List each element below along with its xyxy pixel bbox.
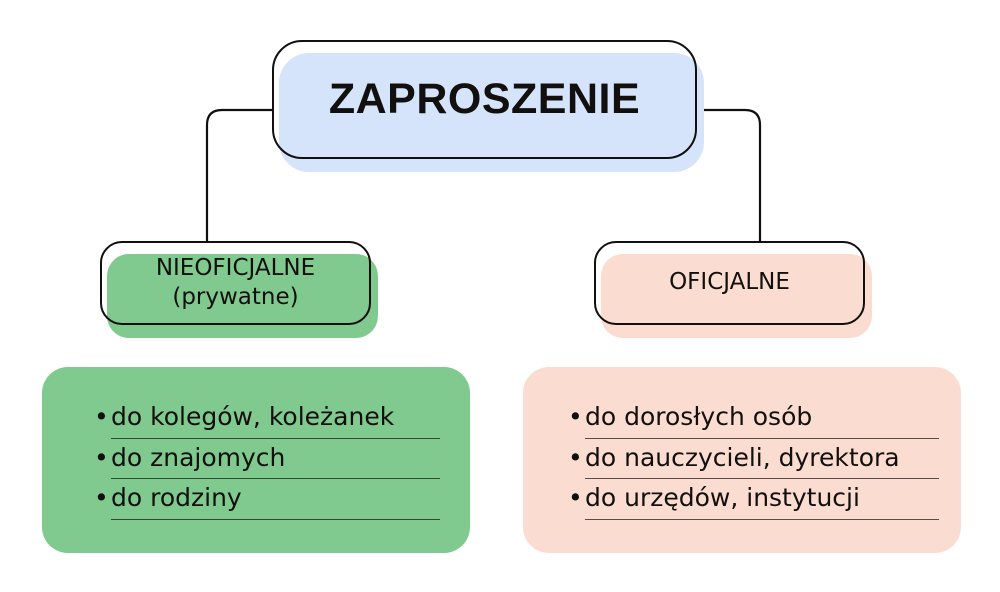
root-node-outline (272, 40, 697, 159)
list-item-label: do urzędów, instytucji (585, 483, 860, 513)
list-item-underline (111, 478, 440, 480)
branch-node-oficjalne-label: OFICJALNE (594, 241, 865, 325)
root-node-label: ZAPROSZENIE (272, 40, 697, 159)
bullet-icon: • (568, 442, 583, 472)
list-item: • do kolegów, koleżanek (94, 402, 440, 439)
bullet-icon: • (94, 483, 109, 513)
bullet-icon: • (568, 402, 583, 432)
list-item-underline (111, 518, 440, 520)
list-item: • do znajomych (94, 442, 440, 480)
list-item-text-wrap: do rodziny (111, 483, 440, 520)
list-item-underline (585, 437, 939, 439)
branch-node-oficjalne[interactable]: OFICJALNE (594, 241, 872, 338)
branch-node-nieoficjalne-outline (100, 241, 371, 325)
list-item-underline (111, 437, 440, 439)
bullet-icon: • (94, 402, 109, 432)
list-item: • do rodziny (94, 483, 440, 520)
list-panel-nieoficjalne: • do kolegów, koleżanek • do znajomych •… (42, 367, 470, 553)
list-item-label: do kolegów, koleżanek (111, 402, 395, 432)
branch-node-nieoficjalne[interactable]: NIEOFICJALNE (prywatne) (100, 241, 378, 338)
root-node-zaproszenie[interactable]: ZAPROSZENIE (272, 40, 704, 172)
list-item-text-wrap: do nauczycieli, dyrektora (585, 442, 939, 480)
connector-root-to-official (697, 108, 762, 241)
list-item-label: do znajomych (111, 442, 286, 472)
root-node-fill (279, 53, 704, 172)
branch-node-oficjalne-label-line1: OFICJALNE (669, 269, 790, 296)
list-item-label: do dorosłych osób (585, 402, 813, 432)
list-item: • do dorosłych osób (568, 402, 939, 439)
list-panel-oficjalne: • do dorosłych osób • do nauczycieli, dy… (523, 367, 961, 553)
branch-node-nieoficjalne-label-line2: (prywatne) (172, 284, 299, 310)
connector-root-to-informal (205, 108, 272, 241)
list-item-text-wrap: do dorosłych osób (585, 402, 939, 439)
list-item: • do urzędów, instytucji (568, 483, 939, 520)
bullet-icon: • (568, 483, 583, 513)
list-item-label: do rodziny (111, 483, 242, 513)
list-item-underline (585, 518, 939, 520)
branch-node-nieoficjalne-label: NIEOFICJALNE (prywatne) (100, 241, 371, 325)
list-item-text-wrap: do znajomych (111, 442, 440, 480)
branch-node-nieoficjalne-label-line1: NIEOFICJALNE (155, 254, 316, 281)
list-item: • do nauczycieli, dyrektora (568, 442, 939, 480)
root-node-label-text: ZAPROSZENIE (328, 74, 641, 123)
list-item-text-wrap: do urzędów, instytucji (585, 483, 939, 520)
list-item-text-wrap: do kolegów, koleżanek (111, 402, 440, 439)
list-item-underline (585, 478, 939, 480)
list-item-label: do nauczycieli, dyrektora (585, 442, 900, 472)
bullet-icon: • (94, 442, 109, 472)
branch-node-oficjalne-outline (594, 241, 865, 325)
